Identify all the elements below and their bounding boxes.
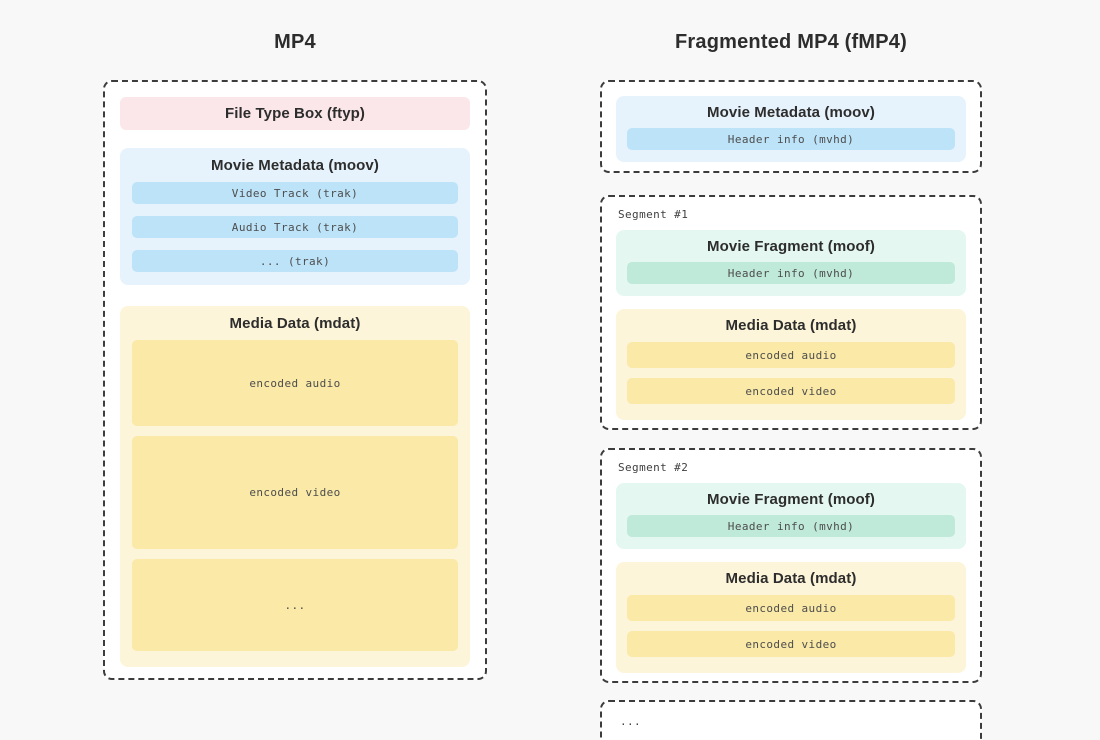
more-segments-container: ... bbox=[600, 700, 982, 740]
segment-2-label: Segment #2 bbox=[618, 461, 689, 474]
segment-1-label: Segment #1 bbox=[618, 208, 689, 221]
segment-1-moof-title: Movie Fragment (moof) bbox=[707, 238, 875, 255]
moov-title: Movie Metadata (moov) bbox=[211, 157, 379, 174]
segment-1-container: Segment #1 Movie Fragment (moof) Header … bbox=[600, 195, 982, 430]
segment-1-encoded-audio-row: encoded audio bbox=[627, 342, 955, 368]
segment-2-mdat-title: Media Data (mdat) bbox=[725, 570, 857, 587]
more-segments-label: ... bbox=[620, 715, 642, 728]
segment-1-moof-header-row: Header info (mvhd) bbox=[627, 262, 955, 284]
ftyp-label: File Type Box (ftyp) bbox=[224, 105, 366, 122]
segment-2-encoded-audio-row: encoded audio bbox=[627, 595, 955, 621]
ftyp-box: File Type Box (ftyp) bbox=[120, 97, 470, 130]
init-moov-header-row: Header info (mvhd) bbox=[627, 128, 955, 150]
audio-trak-row: Audio Track (trak) bbox=[132, 216, 458, 238]
segment-2-moof-box: Movie Fragment (moof) Header info (mvhd) bbox=[616, 483, 966, 549]
video-trak-row: Video Track (trak) bbox=[132, 182, 458, 204]
fmp4-title: Fragmented MP4 (fMP4) bbox=[674, 31, 907, 53]
segment-1-moof-box: Movie Fragment (moof) Header info (mvhd) bbox=[616, 230, 966, 296]
init-moov-title: Movie Metadata (moov) bbox=[707, 104, 875, 121]
mdat-title: Media Data (mdat) bbox=[229, 315, 361, 332]
init-segment-container: Movie Metadata (moov) Header info (mvhd) bbox=[600, 80, 982, 173]
encoded-video-row: encoded video bbox=[132, 436, 458, 549]
mp4-title: MP4 bbox=[274, 31, 316, 53]
segment-2-moof-title: Movie Fragment (moof) bbox=[707, 491, 875, 508]
segment-1-mdat-box: Media Data (mdat) encoded audio encoded … bbox=[616, 309, 966, 420]
segment-2-mdat-box: Media Data (mdat) encoded audio encoded … bbox=[616, 562, 966, 673]
segment-2-container: Segment #2 Movie Fragment (moof) Header … bbox=[600, 448, 982, 683]
mdat-box: Media Data (mdat) encoded audio encoded … bbox=[120, 306, 470, 667]
segment-1-encoded-video-row: encoded video bbox=[627, 378, 955, 404]
moov-box: Movie Metadata (moov) Video Track (trak)… bbox=[120, 148, 470, 285]
encoded-audio-row: encoded audio bbox=[132, 340, 458, 426]
more-trak-row: ... (trak) bbox=[132, 250, 458, 272]
init-moov-box: Movie Metadata (moov) Header info (mvhd) bbox=[616, 96, 966, 162]
mdat-more-row: ... bbox=[132, 559, 458, 651]
segment-2-moof-header-row: Header info (mvhd) bbox=[627, 515, 955, 537]
mp4-container: File Type Box (ftyp) Movie Metadata (moo… bbox=[103, 80, 487, 680]
segment-2-encoded-video-row: encoded video bbox=[627, 631, 955, 657]
segment-1-mdat-title: Media Data (mdat) bbox=[725, 317, 857, 334]
